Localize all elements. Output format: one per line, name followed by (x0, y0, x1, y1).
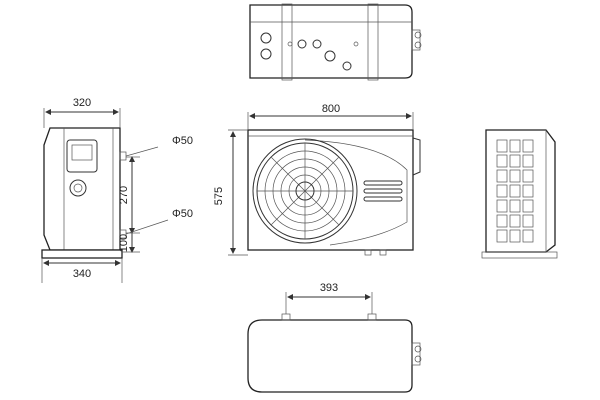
pipe-spacing-label: 270 (118, 186, 130, 204)
pipe-bottom-offset-label: 100 (118, 234, 130, 252)
bottom-view: 393 (247, 282, 422, 393)
front-view: 800 575 (213, 103, 421, 256)
side-width-label: 320 (73, 97, 91, 109)
front-height-label: 575 (213, 187, 225, 205)
bottom-mount-spacing-label: 393 (320, 282, 338, 294)
side-view: 320 340 270 100 Φ50 Φ50 (41, 97, 193, 283)
top-view (249, 3, 422, 81)
lower-pipe-diameter-label: Φ50 (172, 208, 193, 220)
rear-view (481, 129, 558, 259)
side-base-width-label: 340 (73, 268, 91, 280)
evaporator-grid (496, 139, 534, 243)
fan-grille (257, 143, 353, 239)
upper-pipe-diameter-label: Φ50 (172, 135, 193, 147)
front-width-label: 800 (322, 103, 340, 115)
